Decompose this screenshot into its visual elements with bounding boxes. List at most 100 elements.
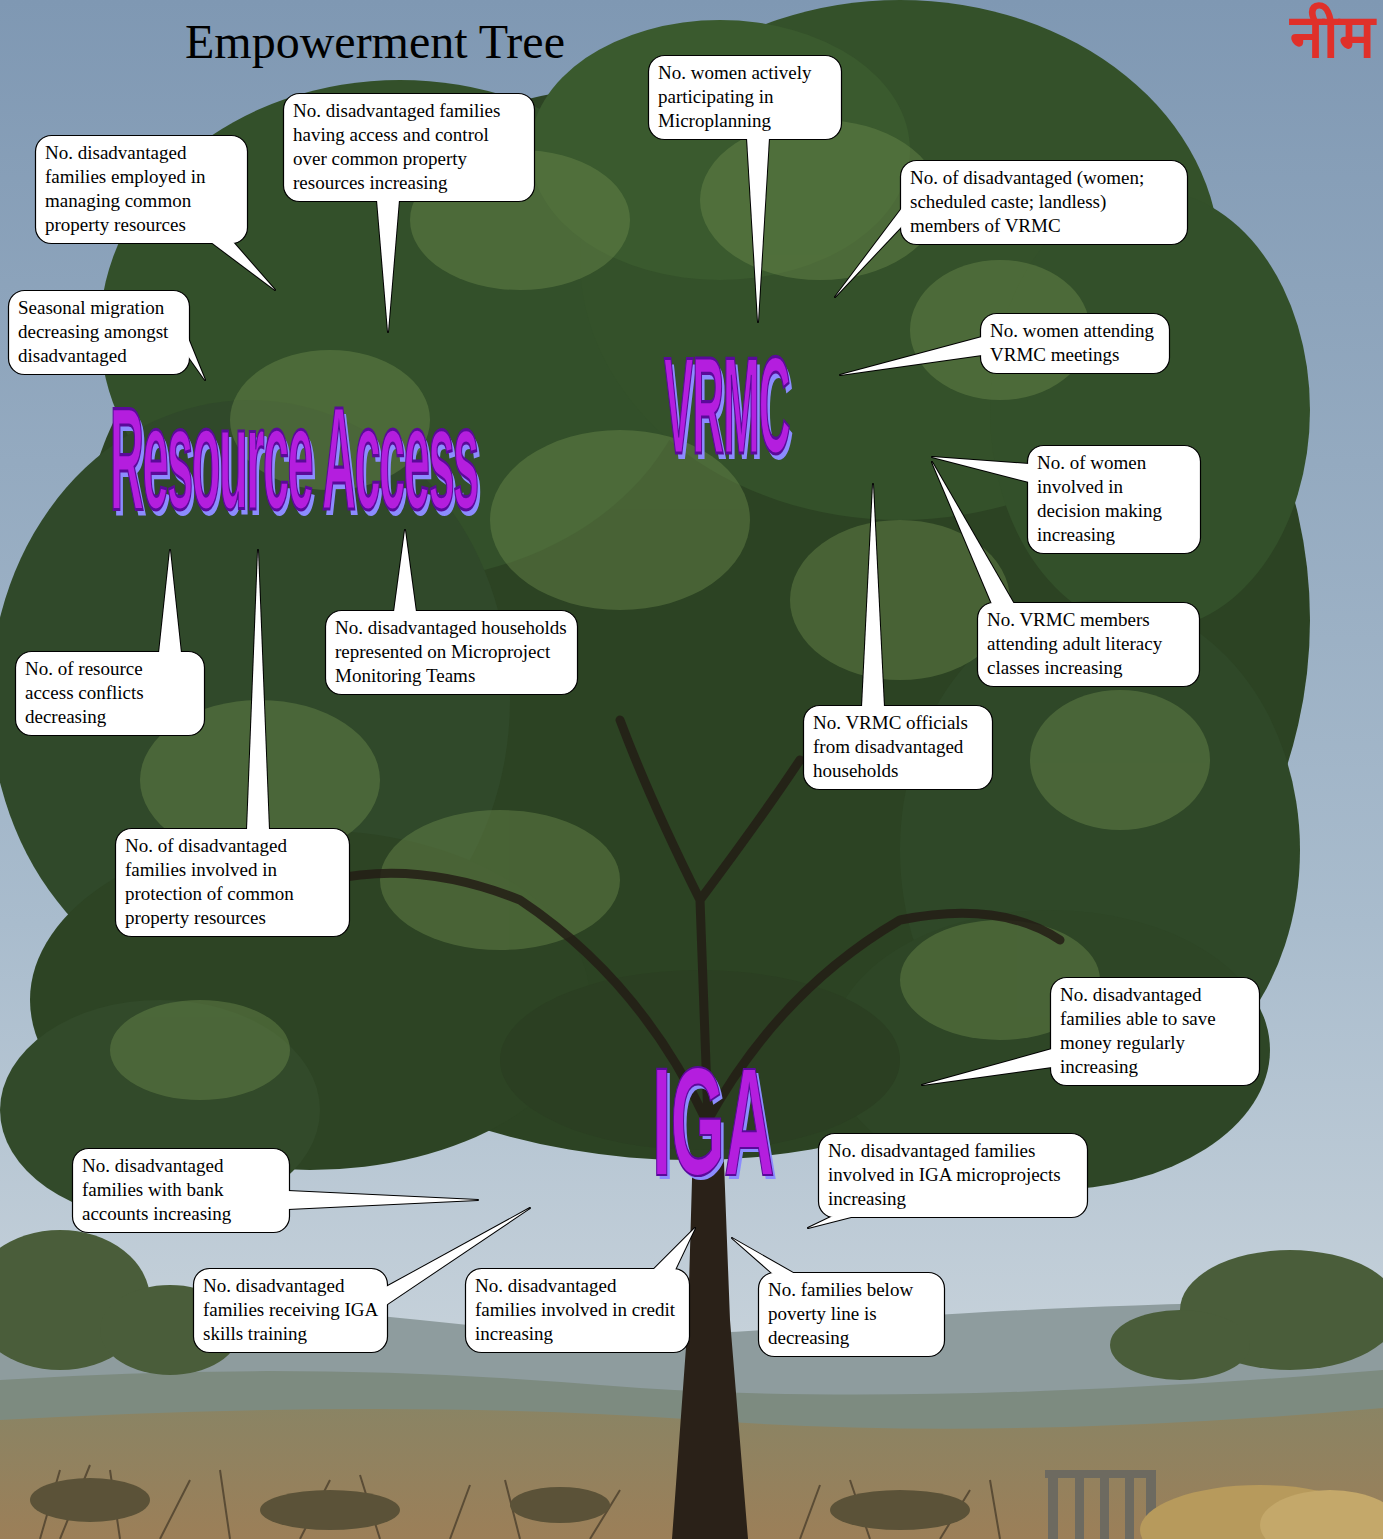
callout-text: No. families below poverty line is decre… (768, 1278, 935, 1350)
callout-tail-join (840, 337, 982, 375)
diagram-title: Empowerment Tree (185, 14, 565, 70)
callout-bubble: No. of women involved in decision making… (1027, 445, 1201, 554)
callout-tail (932, 462, 1014, 604)
canopy-highlights (110, 1000, 290, 1100)
callout-text: No. disadvantaged families employed in m… (45, 141, 238, 237)
callout-bubble: No. of disadvantaged families involved i… (115, 828, 350, 937)
dry-shrubs (40, 1465, 1000, 1539)
callout-tail (840, 337, 982, 375)
callout-tail (932, 457, 1029, 482)
callout-box (116, 829, 350, 937)
callout-tail-join (377, 200, 399, 332)
callout-text: No. women attending VRMC meetings (990, 319, 1160, 367)
callout-tail-join (211, 242, 275, 290)
ruined-structure (1125, 1478, 1134, 1539)
haystack (1140, 1485, 1383, 1539)
canopy-highlights (110, 120, 1210, 1100)
callout-box (649, 56, 842, 140)
callout-bubble: No. women attending VRMC meetings (980, 313, 1170, 374)
callout-text: No. disadvantaged families with bank acc… (82, 1154, 280, 1226)
canopy-highlights (1030, 690, 1210, 830)
callout-tail-join (732, 1238, 795, 1274)
callout-bubble: No. disadvantaged families receiving IGA… (193, 1268, 388, 1353)
callout-text: No. of disadvantaged (women; scheduled c… (910, 166, 1178, 238)
callout-tail (288, 1191, 478, 1209)
callout-bubble: No. VRMC officials from disadvantaged ho… (803, 705, 993, 790)
callout-text: No. VRMC members attending adult literac… (987, 608, 1190, 680)
callout-text: Seasonal migration decreasing amongst di… (18, 296, 180, 368)
callout-bubble: No. women actively participating in Micr… (648, 55, 842, 140)
callout-tail-join (653, 1228, 695, 1270)
side-trees (1110, 1310, 1250, 1380)
callout-bubble: Seasonal migration decreasing amongst di… (8, 290, 190, 375)
callout-box (804, 706, 993, 790)
callout-tail-join (932, 457, 1029, 482)
callout-text: No. VRMC officials from disadvantaged ho… (813, 711, 983, 783)
callout-bubble: No. disadvantaged families with bank acc… (72, 1148, 290, 1233)
callout-text: No. of resource access conflicts decreas… (25, 657, 195, 729)
callout-tail-join (394, 530, 416, 612)
callout-tail (159, 550, 181, 653)
callout-tail-join (808, 1216, 855, 1228)
callout-tail (862, 484, 884, 707)
callout-box (36, 136, 248, 244)
callout-text: No. disadvantaged families having access… (293, 99, 525, 195)
callout-tail-join (159, 550, 181, 653)
callout-bubble: No. disadvantaged families involved in I… (818, 1133, 1088, 1218)
callout-text: No. disadvantaged families involved in c… (475, 1274, 680, 1346)
dry-shrubs (40, 1465, 1000, 1539)
callout-tail (653, 1228, 695, 1270)
ground-bushes (510, 1487, 610, 1523)
callout-bubble: No. disadvantaged families employed in m… (35, 135, 248, 244)
ground-bushes (30, 1478, 150, 1522)
tree-canopy (990, 190, 1310, 630)
ruined-structure (1045, 1470, 1155, 1478)
callout-box (1028, 446, 1201, 554)
callout-box (978, 603, 1200, 687)
ruined-structure (1048, 1470, 1058, 1539)
ruined-structure (1075, 1478, 1084, 1539)
callout-box (284, 94, 535, 202)
callout-bubble: No. VRMC members attending adult literac… (977, 602, 1200, 687)
callout-bubble: No. disadvantaged families involved in c… (465, 1268, 690, 1353)
ruined-structure (1100, 1478, 1109, 1539)
callout-box (1051, 978, 1260, 1086)
ground-bushes (30, 1478, 970, 1530)
wordart-heading: VRMC (664, 338, 790, 474)
callout-bubble: No. of resource access conflicts decreas… (15, 651, 205, 736)
callout-tail-join (932, 462, 1014, 604)
callout-tail (247, 550, 269, 830)
callout-tail-join (922, 1049, 1052, 1085)
canopy-highlights (380, 810, 620, 950)
callout-bubble: No. disadvantaged families able to save … (1050, 977, 1260, 1086)
callout-box (981, 314, 1170, 374)
callout-text: No. disadvantaged families involved in I… (828, 1139, 1078, 1211)
callout-tail (835, 208, 902, 297)
haystack (1260, 1490, 1383, 1539)
callout-tail-join (247, 550, 269, 830)
callout-tail (377, 200, 399, 332)
callout-box (901, 161, 1188, 245)
wordart-heading: Resource Access (110, 385, 478, 531)
callout-tail-join (188, 338, 205, 380)
callout-box (819, 1134, 1088, 1218)
ground-bushes (260, 1490, 400, 1530)
callout-bubble: No. of disadvantaged (women; scheduled c… (900, 160, 1188, 245)
callout-bubble: No. families below poverty line is decre… (758, 1272, 945, 1357)
callout-box (194, 1269, 388, 1353)
callout-box (326, 611, 578, 695)
hindi-wordmark: नीम (1290, 6, 1375, 66)
callout-box (759, 1273, 945, 1357)
ruined-structure (1045, 1470, 1156, 1539)
callout-tail (732, 1238, 795, 1274)
callout-tail (188, 338, 205, 380)
callout-tail (394, 530, 416, 612)
callout-tail-join (747, 138, 769, 322)
callout-box (9, 291, 190, 375)
callout-tail (211, 242, 275, 290)
callout-text: No. women actively participating in Micr… (658, 61, 832, 133)
callout-tail-join (288, 1191, 478, 1209)
callout-text: No. of disadvantaged families involved i… (125, 834, 340, 930)
